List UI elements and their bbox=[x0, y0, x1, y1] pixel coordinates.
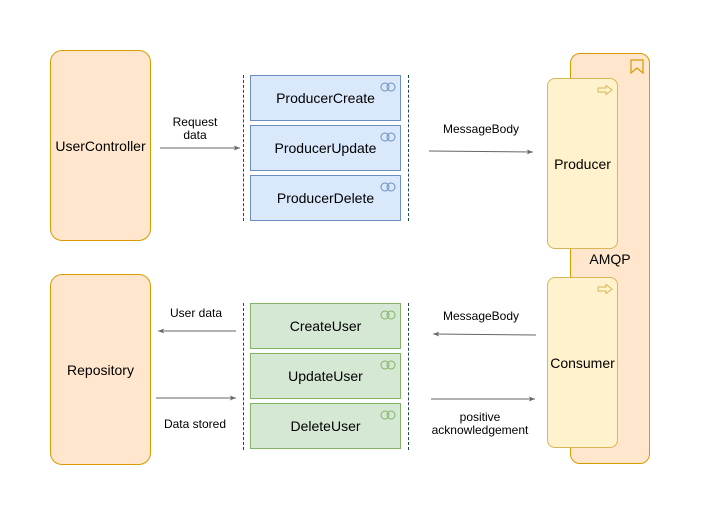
delete-user-component: DeleteUser bbox=[250, 403, 401, 449]
message-body-top-label: MessageBody bbox=[442, 122, 520, 136]
delete-user-label: DeleteUser bbox=[290, 418, 361, 434]
data-stored-label: Data stored bbox=[163, 417, 227, 431]
message-body-bottom-arrow bbox=[432, 331, 537, 337]
producer-create-label: ProducerCreate bbox=[276, 90, 375, 106]
component-icon bbox=[380, 310, 396, 320]
create-user-label: CreateUser bbox=[289, 318, 362, 334]
producer-delete-label: ProducerDelete bbox=[276, 190, 375, 206]
positive-ack-label: positive acknowledgement bbox=[424, 411, 536, 437]
amqp-label: AMQP bbox=[589, 251, 631, 267]
user-data-label: User data bbox=[169, 306, 223, 320]
request-data-line-1: Request bbox=[172, 115, 218, 129]
producer-create-component: ProducerCreate bbox=[250, 75, 401, 121]
component-icon bbox=[380, 182, 396, 192]
create-user-component: CreateUser bbox=[250, 303, 401, 349]
repository-label: Repository bbox=[67, 361, 134, 378]
producer-update-component: ProducerUpdate bbox=[250, 125, 401, 171]
request-data-line-2: data bbox=[183, 128, 207, 142]
component-icon bbox=[380, 410, 396, 420]
producer-update-label: ProducerUpdate bbox=[274, 140, 377, 156]
producer-delete-component: ProducerDelete bbox=[250, 175, 401, 221]
producer-node: Producer bbox=[547, 78, 618, 249]
message-body-bottom-label: MessageBody bbox=[442, 309, 520, 323]
user-controller-label: UserController bbox=[55, 137, 146, 154]
bookmark-icon bbox=[630, 59, 644, 75]
user-controller-node: UserController bbox=[50, 50, 151, 241]
positive-ack-line-1: positive bbox=[459, 410, 501, 424]
component-icon bbox=[380, 360, 396, 370]
request-data-label: Request data bbox=[162, 116, 228, 142]
update-user-component: UpdateUser bbox=[250, 353, 401, 399]
producer-group-left-boundary bbox=[243, 75, 244, 221]
consumer-label: Consumer bbox=[550, 354, 615, 371]
positive-ack-line-2: acknowledgement bbox=[431, 423, 529, 437]
consumer-node: Consumer bbox=[547, 277, 618, 448]
arrow-outline-icon bbox=[597, 283, 613, 295]
consumer-group-right-boundary bbox=[408, 303, 409, 450]
producer-label: Producer bbox=[554, 155, 611, 172]
update-user-label: UpdateUser bbox=[288, 368, 363, 384]
component-icon bbox=[380, 132, 396, 142]
component-icon bbox=[380, 82, 396, 92]
consumer-group-left-boundary bbox=[243, 303, 244, 450]
producer-group-right-boundary bbox=[408, 75, 409, 221]
repository-node: Repository bbox=[50, 274, 151, 465]
arrow-outline-icon bbox=[597, 84, 613, 96]
message-body-top-arrow bbox=[428, 149, 534, 155]
